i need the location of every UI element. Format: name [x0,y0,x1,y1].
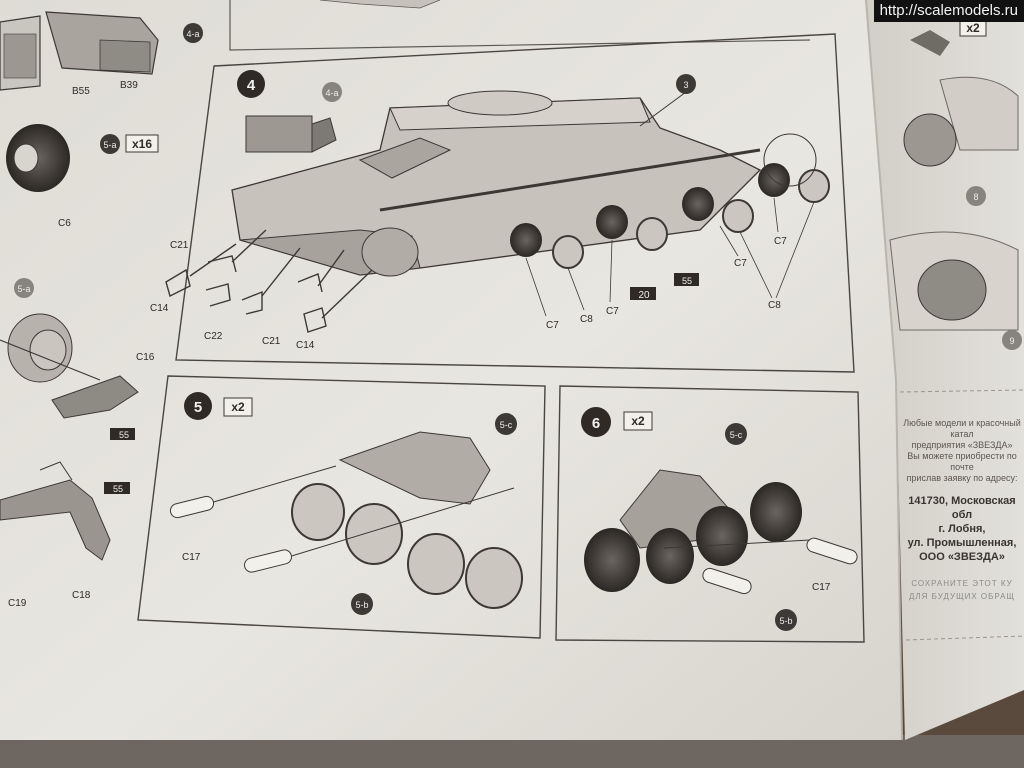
part-c18-drawing [0,461,111,561]
paint-ref-55a: 55 [110,428,135,440]
step5-callout-5c: 5-c [495,413,517,435]
step-marker-5: 5 x2 [184,392,253,420]
svg-text:55: 55 [682,276,692,286]
svg-text:x16: x16 [132,137,152,151]
svg-text:6: 6 [592,415,600,432]
label-c6: C6 [58,218,71,229]
label-c21a: C21 [170,240,189,251]
svg-text:20: 20 [638,290,650,301]
paint-ref-20: 20 [630,287,656,301]
dealer-address-block: Любые модели и красочный катал предприят… [900,418,1024,602]
address-line-1: Любые модели и красочный катал [903,418,1021,439]
label-c14a: C14 [150,303,169,314]
svg-text:5-c: 5-c [730,430,743,440]
address-line-6: г. Лобня, [938,523,986,535]
clip-parts [165,229,373,333]
label-b39: B39 [120,80,138,91]
svg-text:5-a: 5-a [17,284,30,294]
svg-text:x2: x2 [631,414,645,428]
label-c18: C18 [72,590,91,601]
address-line-7: ул. Промышленная, [907,537,1017,549]
step4-panel [175,33,855,373]
bogie-step5-drawing [169,431,523,609]
label-c8b: C8 [768,300,781,311]
step6-panel [555,385,865,643]
watermark: http://scalemodels.ru [873,0,1024,22]
step-marker-5a: 5-a x16 [100,134,159,154]
coupon-line-1: СОХРАНИТЕ ЭТОТ КУ [911,579,1013,588]
bogie-step6-drawing [584,469,858,595]
svg-text:x2: x2 [966,21,980,35]
svg-text:4: 4 [247,77,256,94]
label-c7d: C7 [774,236,787,247]
step5-panel [137,375,546,639]
step-marker-6: 6 x2 [581,407,653,437]
coupon-line-2: ДЛЯ БУДУЩИХ ОБРАЩ [909,592,1015,601]
label-c17a: C17 [182,552,201,563]
svg-text:55: 55 [119,430,129,440]
svg-text:5-b: 5-b [355,600,368,610]
step-marker-4a-ref: 4-a [322,82,342,102]
right-page-drawings: x2 8 9 [889,19,1024,641]
label-c19: C19 [8,598,27,609]
svg-text:4-a: 4-a [186,29,199,39]
paint-ref-55b: 55 [104,482,130,494]
label-c7a: C7 [546,320,559,331]
svg-text:55: 55 [113,484,123,494]
label-c21b: C21 [262,336,281,347]
hull-callout: 3 [639,74,696,127]
floor [0,735,1024,768]
step-marker-5a-ref: 5-a [14,278,34,298]
svg-text:5-b: 5-b [779,616,792,626]
wheel-c6-drawing [6,124,70,192]
step5-callout-5b: 5-b [351,593,373,615]
hull-drawing [231,90,762,277]
address-line-8: ООО «ЗВЕЗДА» [919,551,1005,563]
address-line-5: 141730, Московская обл [908,495,1016,521]
svg-text:5: 5 [194,399,202,416]
bogie-arm-c16-drawing [0,313,139,419]
step6-callout-5c: 5-c [725,423,747,445]
label-c7b: C7 [606,306,619,317]
step6-callout-5b: 5-b [775,609,797,631]
step-marker-4: 4 [237,70,265,98]
label-c22: C22 [204,331,223,342]
svg-text:5-a: 5-a [103,140,116,150]
address-line-4: прислав заявку по адресу: [906,473,1018,483]
part-b39-drawing [0,11,159,91]
label-c17b: C17 [812,582,831,593]
svg-text:9: 9 [1009,336,1014,346]
label-c7c: C7 [734,258,747,269]
road-wheels [510,133,830,269]
paint-ref-55c: 55 [674,273,699,286]
label-b55: B55 [72,86,90,97]
svg-text:3: 3 [683,80,688,90]
svg-text:x2: x2 [231,400,245,414]
right-page [866,0,1024,740]
label-c14b: C14 [296,340,315,351]
svg-text:8: 8 [973,192,978,202]
step-marker-4a: 4-a [183,23,203,43]
label-c16: C16 [136,352,155,363]
address-line-2: предприятия «ЗВЕЗДА» [911,440,1013,450]
label-c8a: C8 [580,314,593,325]
svg-text:5-c: 5-c [500,420,513,430]
svg-text:4-a: 4-a [325,88,338,98]
address-line-3: Вы можете приобрести по почте [907,451,1017,472]
